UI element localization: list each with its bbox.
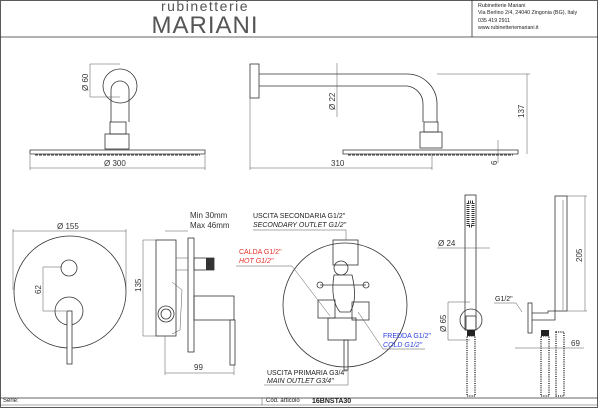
dim-plate-diameter: Ø 155 — [57, 222, 79, 231]
dim-arm-length: 310 — [331, 159, 345, 168]
dim-arm-diameter: Ø 22 — [328, 92, 337, 110]
mixer-body-side-view: 135 99 Min 30mm Max 46mm — [134, 211, 236, 375]
dim-flange-diameter: Ø 60 — [81, 73, 90, 91]
dim-knob-spacing: 62 — [34, 285, 43, 294]
label-main-outlet-en: MAIN OUTLET G3/4" — [267, 378, 334, 385]
dim-holder-depth: 69 — [571, 339, 580, 348]
dim-body-depth: 99 — [194, 363, 203, 372]
label-main-outlet-it: USCITA PRIMARIA G3/4" — [267, 370, 347, 377]
dim-arm-height: 137 — [517, 104, 526, 118]
label-cold-it: FREDDA G1/2" — [383, 333, 432, 340]
company-address: Via Berlino 2/4, 24040 Zingonia (BG), It… — [478, 10, 578, 17]
company-name: Rubinetterie Mariani — [478, 3, 526, 9]
dim-head-thickness: 6 — [490, 160, 499, 165]
dim-holder-diameter: Ø 65 — [439, 314, 448, 332]
shower-head-front-view: Ø 60 Ø 300 — [29, 63, 206, 170]
dim-hand-shower-diameter: Ø 24 — [438, 239, 456, 248]
logo-mariani: MARIANI — [151, 12, 259, 39]
dim-hand-shower-length: 205 — [575, 248, 584, 262]
dim-body-height: 135 — [134, 278, 143, 292]
company-phone: 035 419 2911 — [478, 17, 511, 24]
company-website[interactable]: www.rubinetteriemariani.it — [478, 24, 539, 31]
hand-shower-views: Ø 24 Ø 65 205 G1/2" 69 — [437, 194, 587, 397]
company-info: Rubinetterie Mariani Via Berlino 2/4, 24… — [478, 3, 577, 32]
label-hot-en: HOT G1/2" — [239, 258, 274, 265]
code-label: Cod. articolo — [266, 398, 300, 404]
dim-head-diameter: Ø 300 — [104, 159, 126, 168]
mixer-connections-view: USCITA SECONDARIA G1/2" SECONDARY OUTLET… — [236, 213, 432, 386]
logo-rubinetterie: rubinetterie — [160, 0, 250, 14]
label-holder-thread: G1/2" — [495, 296, 513, 303]
label-secondary-outlet-en: SECONDARY OUTLET G1/2" — [253, 222, 347, 229]
dim-wall-max: Max 46mm — [190, 221, 230, 230]
mixer-plate-front-view: Ø 155 62 — [12, 222, 127, 365]
dim-wall-min: Min 30mm — [190, 211, 228, 220]
series-label: Serie: — [3, 398, 19, 404]
code-value: 16BNSTA30 — [312, 398, 352, 405]
label-hot-it: CALDA G1/2" — [239, 249, 282, 256]
label-secondary-outlet-it: USCITA SECONDARIA G1/2" — [253, 213, 346, 220]
shower-arm-side-view: Ø 22 137 310 6 — [249, 63, 530, 170]
label-cold-en: COLD G1/2" — [383, 342, 423, 349]
